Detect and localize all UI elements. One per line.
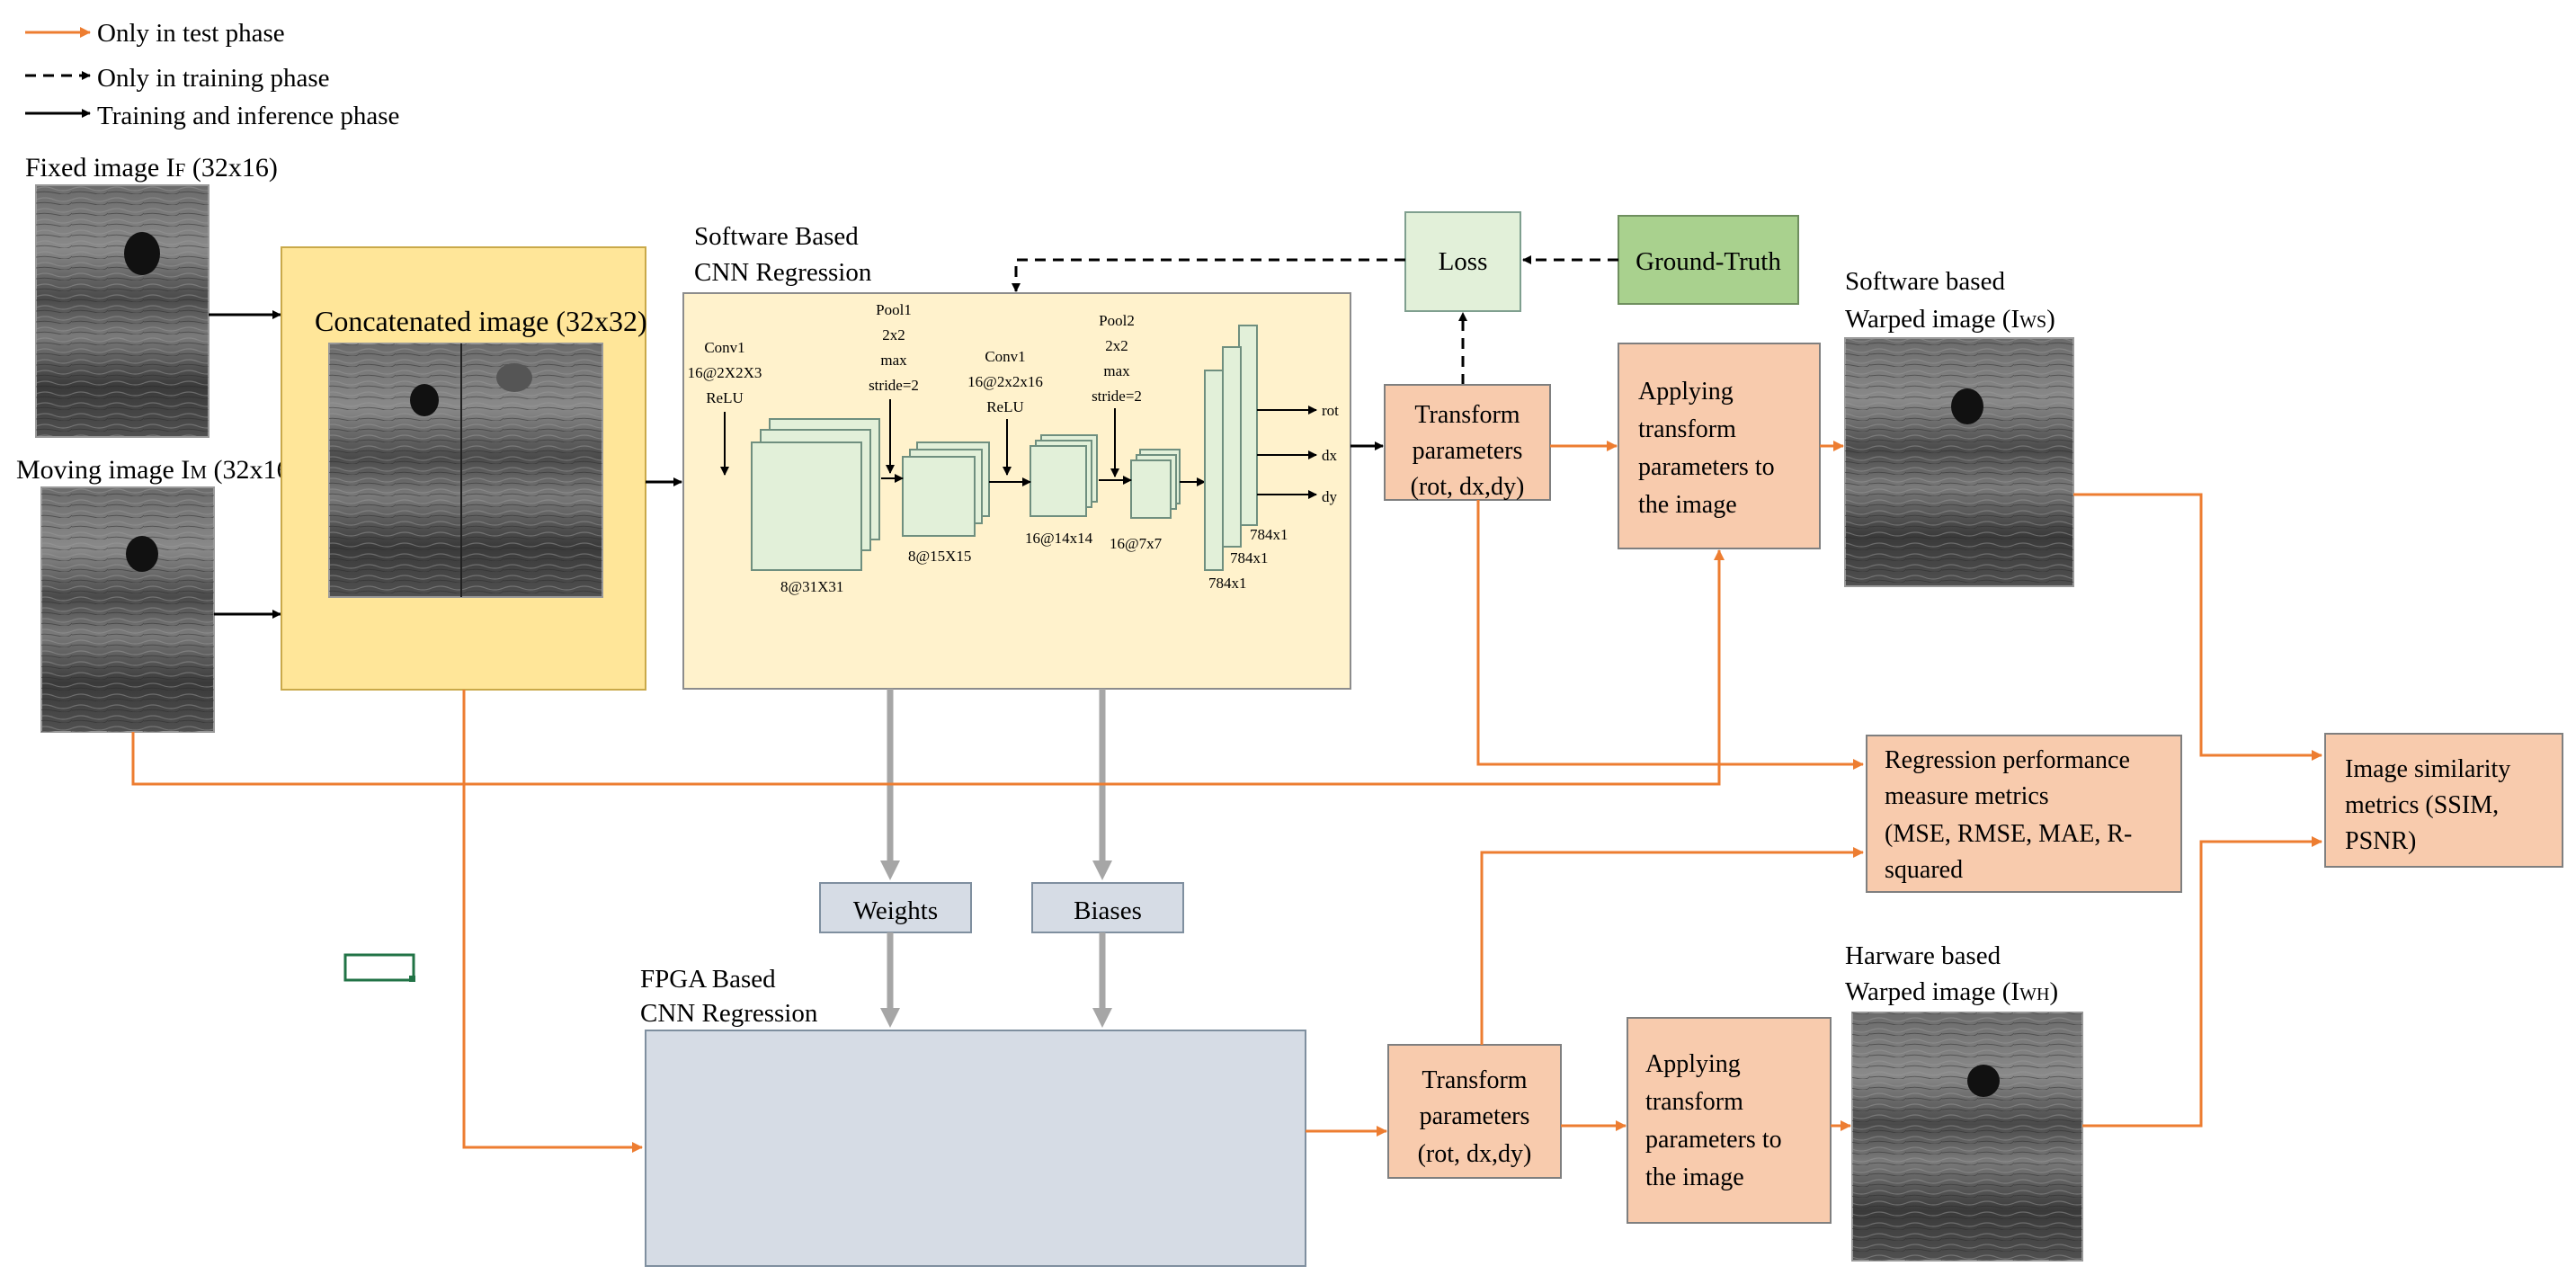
software-cnn-title-line2: CNN Regression	[694, 258, 872, 287]
pool1-line3: max	[880, 352, 907, 369]
similarity-metrics-box	[2324, 733, 2563, 868]
regression-metrics-box	[1866, 735, 2182, 893]
hw-warped-image	[1851, 1012, 2083, 1262]
hw-apply-line1: Applying	[1645, 1050, 1741, 1078]
legend: Only in test phase Only in training phas…	[25, 19, 399, 130]
sw-transform-box	[1384, 384, 1551, 501]
fc3-label: 784x1	[1208, 575, 1247, 592]
similarity-metrics-line3: PSNR)	[2345, 827, 2416, 855]
sw-apply-box	[1618, 343, 1821, 549]
fpga-title-line1: FPGA Based	[640, 965, 776, 994]
software-cnn-internals: Conv1 16@2X2X3 ReLU Pool1 2x2 max stride…	[688, 301, 1340, 595]
selection-rect	[343, 953, 415, 982]
similarity-metrics-line1: Image similarity	[2345, 755, 2510, 783]
output-rot: rot	[1322, 402, 1339, 419]
map4-label: 16@7x7	[1110, 535, 1163, 552]
legend-test-only: Only in test phase	[97, 19, 285, 48]
sw-transform-line2: parameters	[1413, 437, 1523, 465]
conv1a-line3: ReLU	[706, 389, 744, 406]
hw-transform-line3: (rot, dx,dy)	[1418, 1140, 1532, 1168]
arrow-loss-to-cnn	[1012, 258, 1405, 292]
map1-label: 8@31X31	[780, 578, 843, 595]
sw-warped-line2: Warped image (IWS)	[1845, 305, 2055, 334]
moving-image-label: Moving image IM (32x16)	[16, 455, 299, 485]
fully-connected-layers	[1204, 325, 1258, 571]
conv1a-line2: 16@2X2X3	[688, 364, 762, 381]
fpga-title-line2: CNN Regression	[640, 999, 818, 1028]
sw-warped-line1: Software based	[1845, 267, 2005, 296]
fpga-box	[645, 1030, 1306, 1267]
output-dy: dy	[1322, 488, 1338, 505]
moving-image	[40, 486, 215, 733]
conv1b-line2: 16@2x2x16	[967, 373, 1043, 390]
arrow-moving-to-swapply	[131, 549, 1725, 786]
selection-handle	[409, 976, 415, 982]
conv1a-line1: Conv1	[704, 339, 744, 356]
fc2-label: 784x1	[1230, 549, 1269, 566]
pool2-line4: stride=2	[1092, 388, 1142, 405]
arrow-swtransform-to-regression	[1476, 500, 1864, 770]
sw-apply-line1: Applying	[1638, 378, 1734, 406]
regression-metrics-line4: squared	[1885, 856, 1963, 884]
hw-apply-box	[1627, 1017, 1832, 1224]
pool2-line3: max	[1103, 362, 1130, 379]
map2-label: 8@15X15	[908, 548, 971, 565]
fc1-label: 784x1	[1250, 526, 1288, 543]
hw-apply-line4: the image	[1645, 1164, 1744, 1191]
concatenated-image-label: Concatenated image (32x32)	[315, 305, 647, 337]
biases-label: Biases	[1074, 896, 1142, 925]
loss-box	[1404, 211, 1521, 312]
sw-apply-line3: parameters to	[1638, 453, 1775, 481]
output-dx: dx	[1322, 447, 1338, 464]
pool1-line1: Pool1	[876, 301, 912, 318]
arrow-hwtransform-to-regression	[1480, 847, 1864, 1045]
biases-box	[1031, 882, 1184, 933]
pool1-line2: 2x2	[882, 326, 905, 343]
regression-metrics-line3: (MSE, RMSE, MAE, R-	[1885, 820, 2132, 848]
feature-map-4	[1130, 449, 1181, 519]
fixed-image-label: Fixed image IF (32x16)	[25, 153, 278, 183]
feature-map-3	[1030, 434, 1098, 517]
software-cnn-title-line1: Software Based	[694, 222, 859, 251]
sw-transform-line3: (rot, dx,dy)	[1411, 473, 1525, 501]
sw-apply-line2: transform	[1638, 415, 1736, 443]
feature-map-2	[902, 441, 990, 537]
hw-warped-line1: Harware based	[1845, 941, 2001, 970]
conv1b-line1: Conv1	[985, 348, 1025, 365]
weights-label: Weights	[853, 896, 938, 925]
conv1b-line3: ReLU	[986, 398, 1024, 415]
regression-metrics-line1: Regression performance	[1885, 746, 2130, 774]
pool2-line2: 2x2	[1105, 337, 1128, 354]
pool1-line4: stride=2	[869, 377, 919, 394]
map3-label: 16@14x14	[1025, 530, 1093, 547]
hw-transform-box	[1387, 1044, 1562, 1179]
sw-transform-line1: Transform	[1414, 401, 1520, 429]
pool2-line1: Pool2	[1099, 312, 1135, 329]
fixed-image	[35, 184, 209, 438]
hw-apply-line3: parameters to	[1645, 1126, 1782, 1154]
ground-truth-label: Ground-Truth	[1636, 247, 1781, 276]
legend-training-only: Only in training phase	[97, 64, 330, 93]
arrow-swwarped-to-similarity	[2073, 493, 2322, 761]
arrow-concat-to-fpga	[462, 690, 643, 1153]
concatenated-image	[328, 343, 603, 598]
hw-apply-line2: transform	[1645, 1088, 1743, 1116]
regression-metrics-line2: measure metrics	[1885, 782, 2049, 810]
loss-label: Loss	[1439, 247, 1488, 276]
sw-warped-image	[1844, 337, 2074, 587]
similarity-metrics-line2: metrics (SSIM,	[2345, 791, 2499, 819]
feature-map-1	[751, 418, 880, 571]
weights-box	[819, 882, 972, 933]
hw-warped-line2: Warped image (IWH)	[1845, 977, 2058, 1006]
sw-apply-line4: the image	[1638, 491, 1737, 519]
arrow-hwwarped-to-similarity	[2082, 836, 2322, 1128]
legend-both: Training and inference phase	[97, 102, 399, 130]
hw-transform-line1: Transform	[1422, 1066, 1527, 1094]
hw-transform-line2: parameters	[1420, 1102, 1530, 1130]
